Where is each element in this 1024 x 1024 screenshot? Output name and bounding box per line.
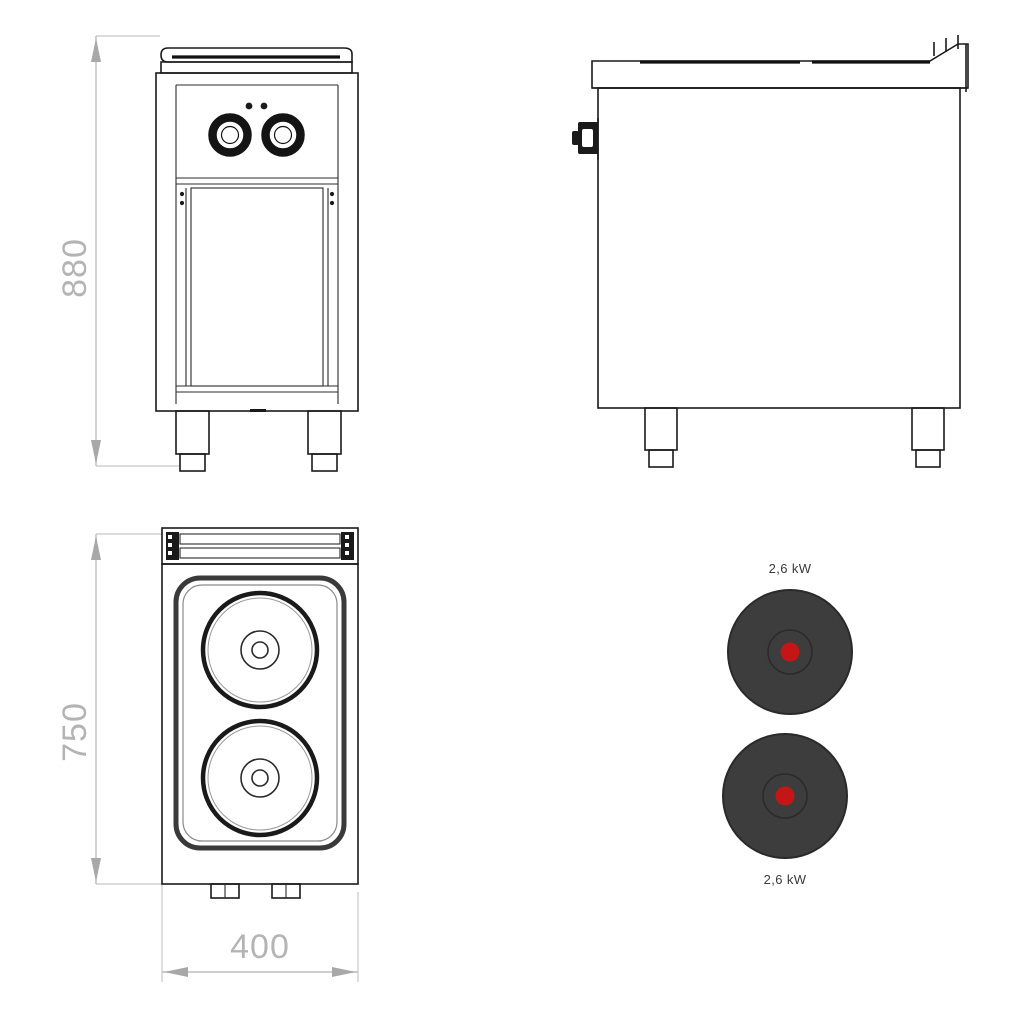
burner-power-label-upper: 2,6 kW (769, 561, 812, 576)
front-worktop-edge (160, 61, 353, 74)
burner-plate-lower (722, 733, 848, 859)
side-leg-right (911, 407, 945, 468)
top-splash-rail (161, 527, 359, 565)
side-rear-hatch-marks (933, 35, 959, 56)
front-hinge-dot-right-bottom (329, 200, 335, 206)
front-hinge-dot-left-bottom (179, 200, 185, 206)
dimension-400: 400 (161, 884, 359, 982)
front-worktop-lip (160, 47, 353, 63)
arrowhead-down (91, 440, 101, 464)
arrowhead-right (332, 967, 356, 977)
burner-power-label-lower: 2,6 kW (764, 872, 807, 887)
top-foot-left (210, 883, 240, 899)
top-cooking-well-inner (182, 584, 338, 842)
dimension-label-width: 400 (230, 928, 290, 966)
arrowhead-down (91, 858, 101, 882)
side-body-outline (597, 87, 961, 409)
arrowhead-up (91, 38, 101, 62)
dimension-label-depth: 750 (56, 702, 94, 762)
dimension-750: 750 (56, 533, 162, 885)
front-leg-right (307, 410, 342, 472)
burner-detail-view: 2,6 kW 2,6 kW (722, 561, 853, 887)
burner-plate-upper (727, 589, 853, 715)
side-leg-left (644, 407, 678, 468)
front-control-knob-right[interactable] (261, 113, 305, 157)
arrowhead-up (91, 536, 101, 560)
front-center-bracket (250, 409, 266, 412)
top-hotplate-lower (200, 718, 320, 838)
front-leg-left (175, 410, 210, 472)
front-view (155, 47, 359, 472)
front-hinge-dot-right-top (329, 191, 335, 197)
side-connector-bracket (572, 118, 599, 160)
dimension-880: 880 (56, 35, 180, 467)
arrowhead-left (164, 967, 188, 977)
side-worktop (591, 43, 969, 89)
top-hotplate-upper (200, 590, 320, 710)
front-control-knob-left[interactable] (208, 113, 252, 157)
top-foot-right (271, 883, 301, 899)
front-indicator-lamp-right (260, 102, 268, 110)
front-door-panel (190, 187, 324, 387)
side-view (572, 35, 969, 468)
dimension-label-height: 880 (56, 238, 94, 298)
front-hinge-dot-left-top (179, 191, 185, 197)
front-indicator-lamp-left (245, 102, 253, 110)
top-view (161, 527, 359, 899)
top-body-outline (161, 563, 359, 885)
